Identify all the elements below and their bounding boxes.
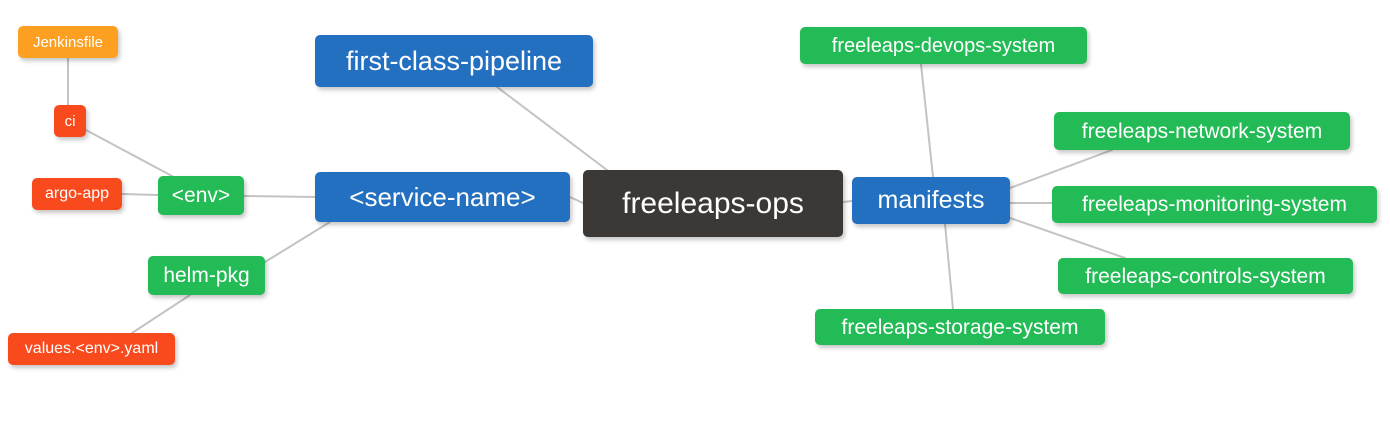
edge-service-name-to-env xyxy=(243,195,316,198)
node-ci[interactable]: ci xyxy=(54,105,86,137)
node-freeleaps-ops[interactable]: freeleaps-ops xyxy=(583,170,843,237)
edge-freeleaps-ops-to-first-class-pipeline xyxy=(496,86,608,171)
edge-freeleaps-ops-to-manifests xyxy=(842,200,853,203)
node-freeleaps-monitoring-system[interactable]: freeleaps-monitoring-system xyxy=(1052,186,1377,223)
edge-service-name-to-helm-pkg xyxy=(264,221,331,263)
node-helm-pkg[interactable]: helm-pkg xyxy=(148,256,265,295)
node-first-class-pipeline[interactable]: first-class-pipeline xyxy=(315,35,593,87)
edge-manifests-to-freeleaps-storage-system xyxy=(944,223,954,310)
edge-freeleaps-ops-to-service-name xyxy=(569,196,584,204)
edge-env-to-ci xyxy=(85,129,173,177)
node-freeleaps-storage-system[interactable]: freeleaps-storage-system xyxy=(815,309,1105,345)
node-argo-app[interactable]: argo-app xyxy=(32,178,122,210)
node-service-name[interactable]: <service-name> xyxy=(315,172,570,222)
node-env[interactable]: <env> xyxy=(158,176,244,215)
edge-env-to-argo-app xyxy=(121,193,159,196)
node-jenkinsfile[interactable]: Jenkinsfile xyxy=(18,26,118,58)
node-values-env-yaml[interactable]: values.<env>.yaml xyxy=(8,333,175,365)
node-manifests[interactable]: manifests xyxy=(852,177,1010,224)
node-freeleaps-devops-system[interactable]: freeleaps-devops-system xyxy=(800,27,1087,64)
edge-manifests-to-freeleaps-controls-system xyxy=(1009,217,1126,259)
edge-manifests-to-freeleaps-devops-system xyxy=(920,63,934,178)
node-freeleaps-controls-system[interactable]: freeleaps-controls-system xyxy=(1058,258,1353,294)
node-freeleaps-network-system[interactable]: freeleaps-network-system xyxy=(1054,112,1350,150)
edge-helm-pkg-to-values-env-yaml xyxy=(131,294,191,334)
edge-manifests-to-freeleaps-network-system xyxy=(1009,149,1113,189)
